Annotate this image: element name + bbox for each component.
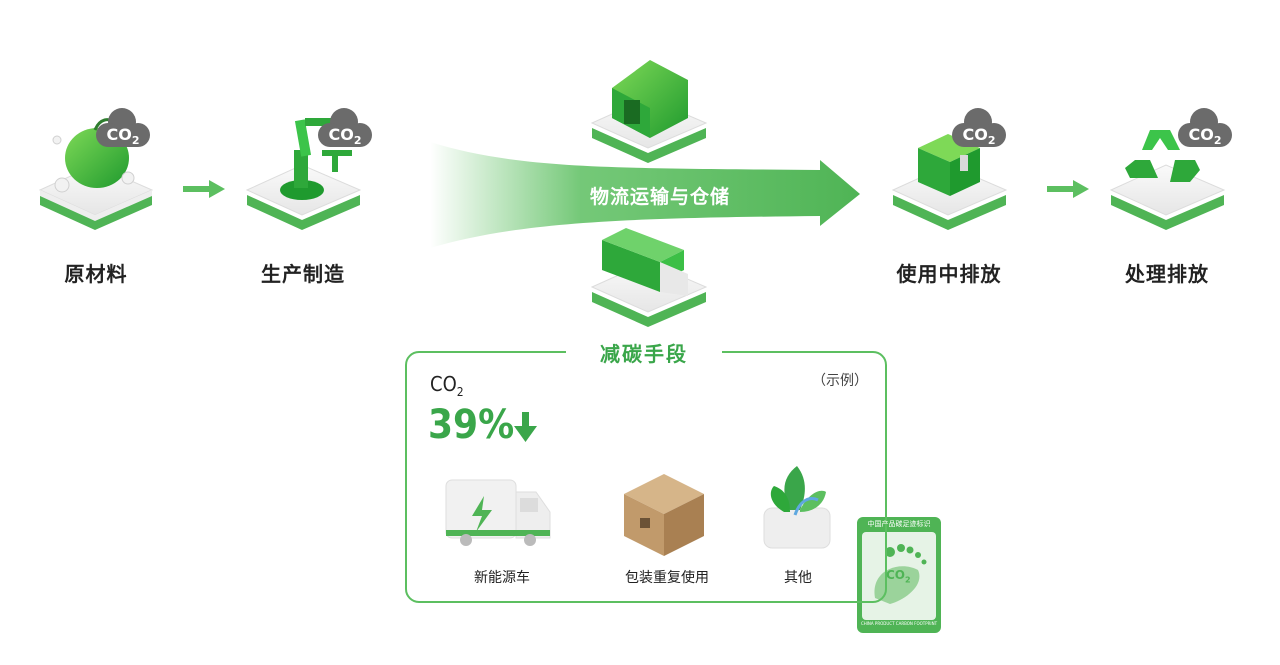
co2-cloud-label: CO2 [106,125,140,148]
plant-icon [763,466,831,549]
badge-title: 中国产品碳足迹标识 [867,520,931,528]
reduction-percent: 39% [428,402,515,448]
stage-label-disposal: 处理排放 [1125,262,1209,286]
platform-truck [590,228,708,327]
co2-cloud-label: CO2 [962,125,996,148]
platform-manufacturing [245,118,362,230]
logistics-flow-arrow [430,142,860,248]
electric-truck-icon [445,479,551,546]
arrow-use-to-disposal [1047,180,1089,198]
co2-cloud-label: CO2 [1188,125,1222,148]
co2-cloud-icon [318,108,372,147]
platform-warehouse [590,60,708,163]
item-label-other: 其他 [784,570,812,586]
platform-disposal [1109,130,1226,230]
package-icon [918,134,980,196]
co2-cloud-label: CO2 [328,125,362,148]
stage-label-usage: 使用中排放 [896,262,1002,286]
stage-label-raw-material: 原材料 [64,262,128,286]
co2-cloud-icon [952,108,1006,147]
truck-icon [602,228,688,296]
co2-cloud-icon [96,108,150,147]
arrow-raw-to-production [183,180,225,198]
cardboard-box-icon [624,474,704,556]
robot-arm-icon [294,118,352,188]
logistics-label: 物流运输与仓储 [589,186,730,208]
co2-cloud-icon [1178,108,1232,147]
item-label-packaging: 包装重复使用 [625,570,709,586]
down-arrow-icon [514,412,537,442]
recycle-icon [1125,130,1200,182]
badge-footer: CHINA PRODUCT CARBON FOOTPRINT [860,621,938,626]
co2-reduction-label: CO2 [430,372,464,399]
warehouse-icon [612,60,688,138]
item-label-ev: 新能源车 [474,570,530,586]
example-note: （示例） [812,373,868,389]
badge-co2: CO2 [886,568,911,585]
reduction-title: 减碳手段 [600,342,688,366]
stage-label-manufacturing: 生产制造 [261,262,345,286]
platform-usage [891,134,1008,230]
